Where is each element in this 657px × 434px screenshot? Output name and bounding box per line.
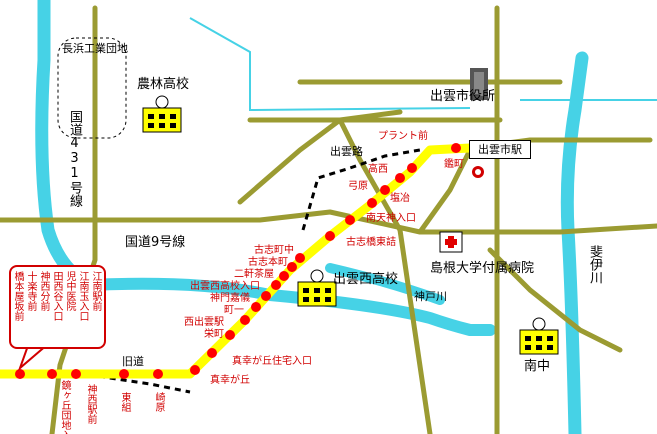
stop-label: 高西 [368, 164, 388, 175]
izumo-ji-dashed-route [301, 148, 421, 231]
stop-dot [279, 271, 289, 281]
stop-label: 神門嘉儀 [210, 293, 250, 304]
stop-dot [190, 365, 200, 375]
school-icon-nanchu [519, 317, 559, 355]
hospital-icon [439, 231, 463, 253]
stop-label: 真幸が丘 [210, 375, 250, 386]
stop-dot [15, 369, 25, 379]
stop-dot [271, 280, 281, 290]
stop-dot [240, 315, 250, 325]
canal-line [189, 17, 471, 112]
school-icon-nourin [142, 95, 182, 133]
stop-dot [451, 143, 461, 153]
stop-dot [407, 163, 417, 173]
stop-label: 二軒茶屋 [234, 269, 274, 280]
industrial-park-outline [57, 37, 127, 139]
city-hall-building-icon [470, 68, 488, 100]
stop-dot [207, 348, 217, 358]
south-road [377, 192, 433, 434]
nanchu-label: 南中 [524, 359, 551, 374]
stop-dot [47, 369, 57, 379]
diagonal-road [237, 109, 403, 205]
route-9-road [0, 209, 657, 235]
stop-label: 古志橋東詰 [346, 237, 396, 248]
stop-label: 神西駅前 [85, 384, 96, 424]
stop-dot [395, 173, 405, 183]
izumo-nishi-school-label: 出雲西高校 [333, 272, 399, 287]
school-icon-izumo-nishi [297, 269, 337, 307]
stop-label: 東組 [119, 392, 130, 412]
kando-river-label: 神戸川 [414, 290, 447, 303]
hii-river [560, 51, 589, 434]
kando-river [325, 263, 445, 305]
callout-column: 江南駅前 [90, 271, 101, 311]
stop-dot [71, 369, 81, 379]
callout-column: 十楽寺前 [25, 271, 36, 311]
callout-column: 江南玉入口 [77, 271, 88, 321]
stop-dot [345, 215, 355, 225]
stop-label: 古志町中 [254, 245, 294, 256]
stop-dot [153, 369, 163, 379]
stop-dot [287, 262, 297, 272]
stop-dot [119, 369, 129, 379]
rivers [35, 0, 589, 434]
stop-label: プラント前 [378, 131, 428, 142]
stop-label: 栄町 [204, 329, 224, 340]
stop-label: 弓原 [348, 181, 368, 192]
station-pin-icon [472, 166, 484, 178]
shioji-road [417, 147, 473, 235]
stop-dot [225, 330, 235, 340]
stop-dot [251, 302, 261, 312]
bus-stops [15, 143, 461, 379]
callout-column: 神西分前 [38, 271, 49, 311]
stop-label: 西出雲駅 [184, 317, 224, 328]
hospital-label: 島根大学付属病院 [430, 261, 535, 276]
southeast-road [487, 247, 623, 353]
callout-column: 橋本屋坂前 [12, 271, 23, 321]
izumo-ji-label: 出雲路 [330, 145, 363, 158]
stop-label: 古志本町 [248, 257, 288, 268]
industrial-park-label: 長浜工業団地 [62, 42, 128, 55]
nourin-school-label: 農林高校 [137, 77, 190, 92]
hii-river-label: 斐伊川 [587, 245, 602, 284]
stop-label: 真幸が丘住宅入口 [232, 356, 312, 367]
connector-road [337, 117, 383, 198]
stop-label: 鏡ヶ丘団地入口 [59, 380, 70, 434]
stop-dot [325, 231, 335, 241]
stop-dot [261, 291, 271, 301]
callout-box: 江南駅前 江南玉入口 児中医院 田西谷入口 神西分前 十楽寺前 橋本屋坂前 [9, 265, 106, 349]
stop-label: 塩冶 [390, 193, 410, 204]
stop-label: 町一 [224, 305, 244, 316]
route-9-label: 国道9号線 [125, 235, 186, 250]
stop-label: 南天神入口 [366, 213, 416, 224]
city-hall-label: 出雲市役所 [430, 89, 496, 104]
stop-dot [380, 185, 390, 195]
stop-label: 出雲西高校入口 [190, 281, 260, 292]
stop-label: 崎原 [153, 392, 164, 412]
station-label: 出雲市駅 [469, 140, 531, 159]
route-431-label: 国道431号線 [67, 110, 82, 207]
stop-dot [367, 198, 377, 208]
old-road-label: 旧道 [122, 355, 144, 368]
callout-column: 田西谷入口 [51, 271, 62, 321]
callout-column: 児中医院 [64, 271, 75, 311]
stop-label: 鑑町 [444, 159, 464, 170]
stop-dot [295, 253, 305, 263]
